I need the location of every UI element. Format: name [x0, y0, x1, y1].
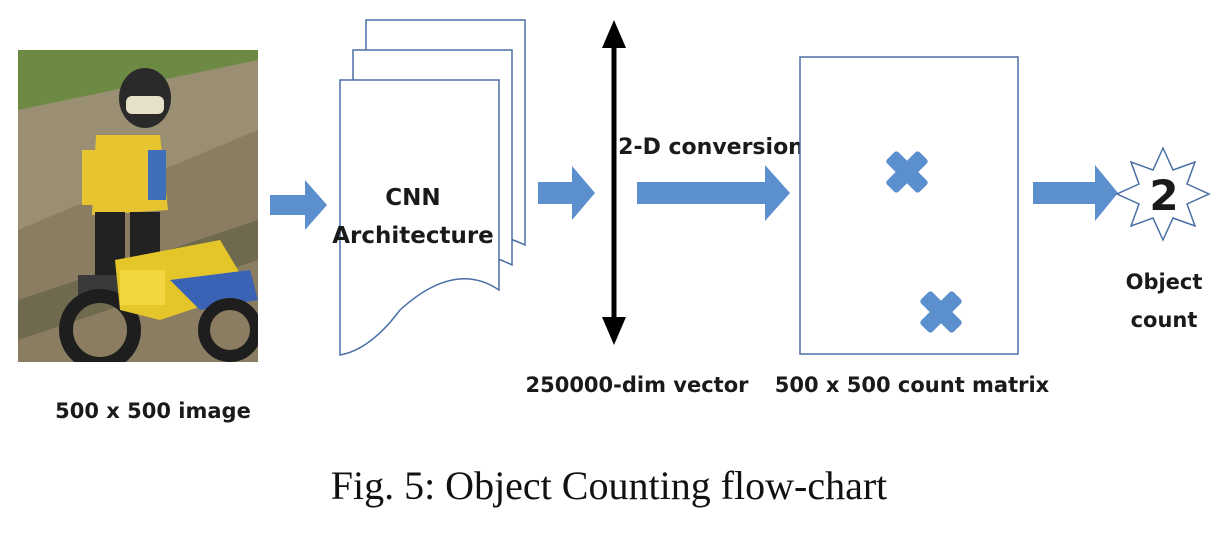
vector-double-arrow	[602, 20, 626, 345]
count-matrix-box	[799, 56, 1019, 355]
flow-arrow-2	[538, 166, 595, 220]
cnn-architecture-block: CNN Architecture	[332, 19, 526, 356]
count-marker-1-icon	[886, 151, 928, 193]
input-photo	[18, 50, 258, 362]
figure-caption: Fig. 5: Object Counting flow-chart	[330, 463, 888, 508]
cnn-label-line2: Architecture	[332, 223, 494, 249]
conversion-label: 2-D conversion	[618, 135, 804, 160]
flow-arrow-4	[1033, 165, 1118, 221]
object-count-value: 2	[1149, 171, 1178, 220]
flow-arrow-1	[270, 180, 327, 230]
count-star-icon: 2	[1115, 146, 1211, 242]
count-marker-2-icon	[920, 291, 962, 333]
input-image-label: 500 x 500 image	[55, 399, 251, 423]
cnn-label-line1: CNN	[385, 185, 440, 211]
matrix-label: 500 x 500 count matrix	[775, 373, 1050, 397]
object-count-label-line1: Object	[1126, 270, 1203, 294]
object-count-label-line2: count	[1131, 308, 1198, 332]
vector-label: 250000-dim vector	[525, 373, 749, 397]
conversion-arrow	[637, 165, 790, 221]
